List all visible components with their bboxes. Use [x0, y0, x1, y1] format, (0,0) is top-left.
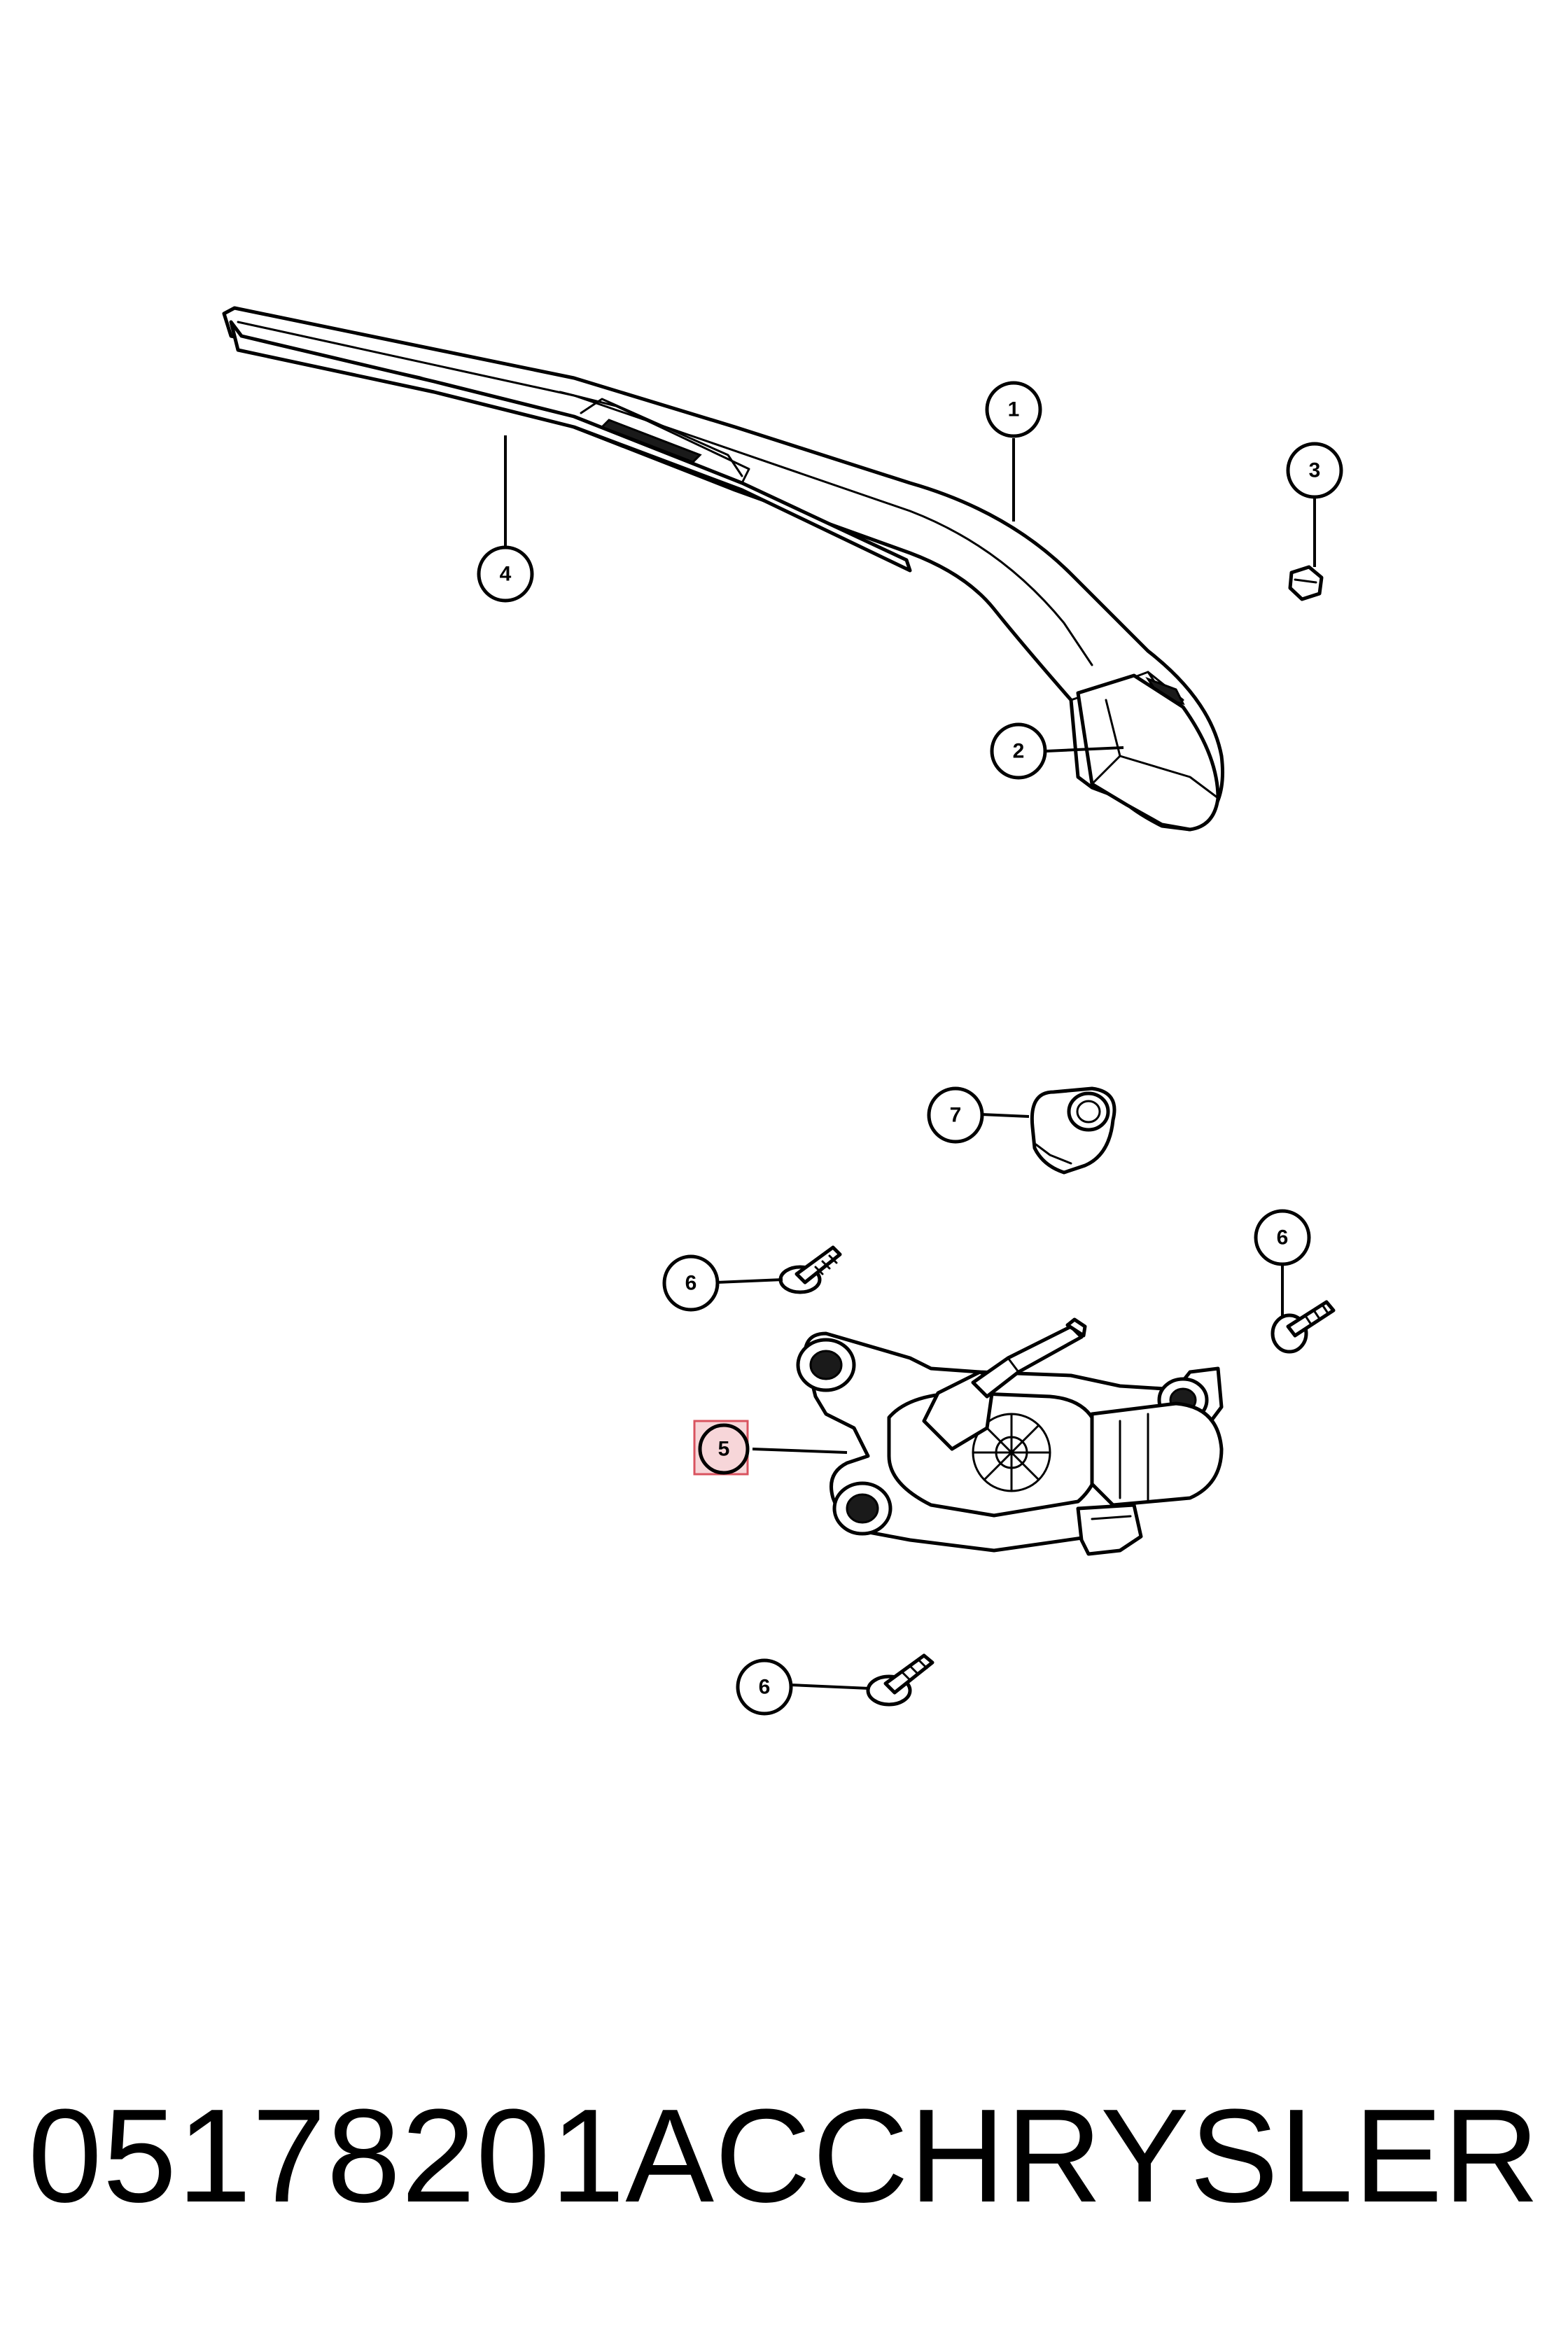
- arm-cap: [1076, 673, 1220, 832]
- wiper-blade: [229, 320, 912, 573]
- brand-name: CHRYSLER: [812, 2082, 1540, 2230]
- callout-5[interactable]: 5: [698, 1423, 750, 1475]
- callout-6-upper-left[interactable]: 6: [662, 1254, 720, 1312]
- bolt-right: [1270, 1300, 1336, 1354]
- wiper-motor: [796, 1317, 1224, 1556]
- callout-6a-label: 6: [685, 1272, 697, 1295]
- caption: 05178201AC CHRYSLER: [28, 2072, 1540, 2240]
- callout-4[interactable]: 4: [477, 545, 534, 603]
- callout-2-label: 2: [1013, 740, 1025, 763]
- callout-6c-label: 6: [759, 1676, 771, 1699]
- callout-1-label: 1: [1008, 398, 1020, 421]
- callout-7-label: 7: [950, 1104, 962, 1127]
- part-number: 05178201AC: [28, 2082, 812, 2230]
- leader-lines: [504, 435, 1316, 1690]
- callout-1[interactable]: 1: [985, 381, 1042, 438]
- callout-4-label: 4: [500, 563, 512, 586]
- callout-6-right[interactable]: 6: [1254, 1209, 1311, 1266]
- callout-7[interactable]: 7: [927, 1086, 984, 1144]
- grommet: [1030, 1086, 1116, 1175]
- callout-3[interactable]: 3: [1286, 442, 1343, 499]
- callout-5-label: 5: [718, 1438, 730, 1461]
- callout-6b-label: 6: [1277, 1226, 1289, 1250]
- callout-2[interactable]: 2: [990, 722, 1047, 780]
- callout-6-bottom[interactable]: 6: [736, 1658, 793, 1716]
- callout-3-label: 3: [1309, 459, 1321, 482]
- bolt-bottom: [866, 1653, 934, 1707]
- nut: [1288, 565, 1324, 601]
- bolt-upper-left: [778, 1245, 842, 1294]
